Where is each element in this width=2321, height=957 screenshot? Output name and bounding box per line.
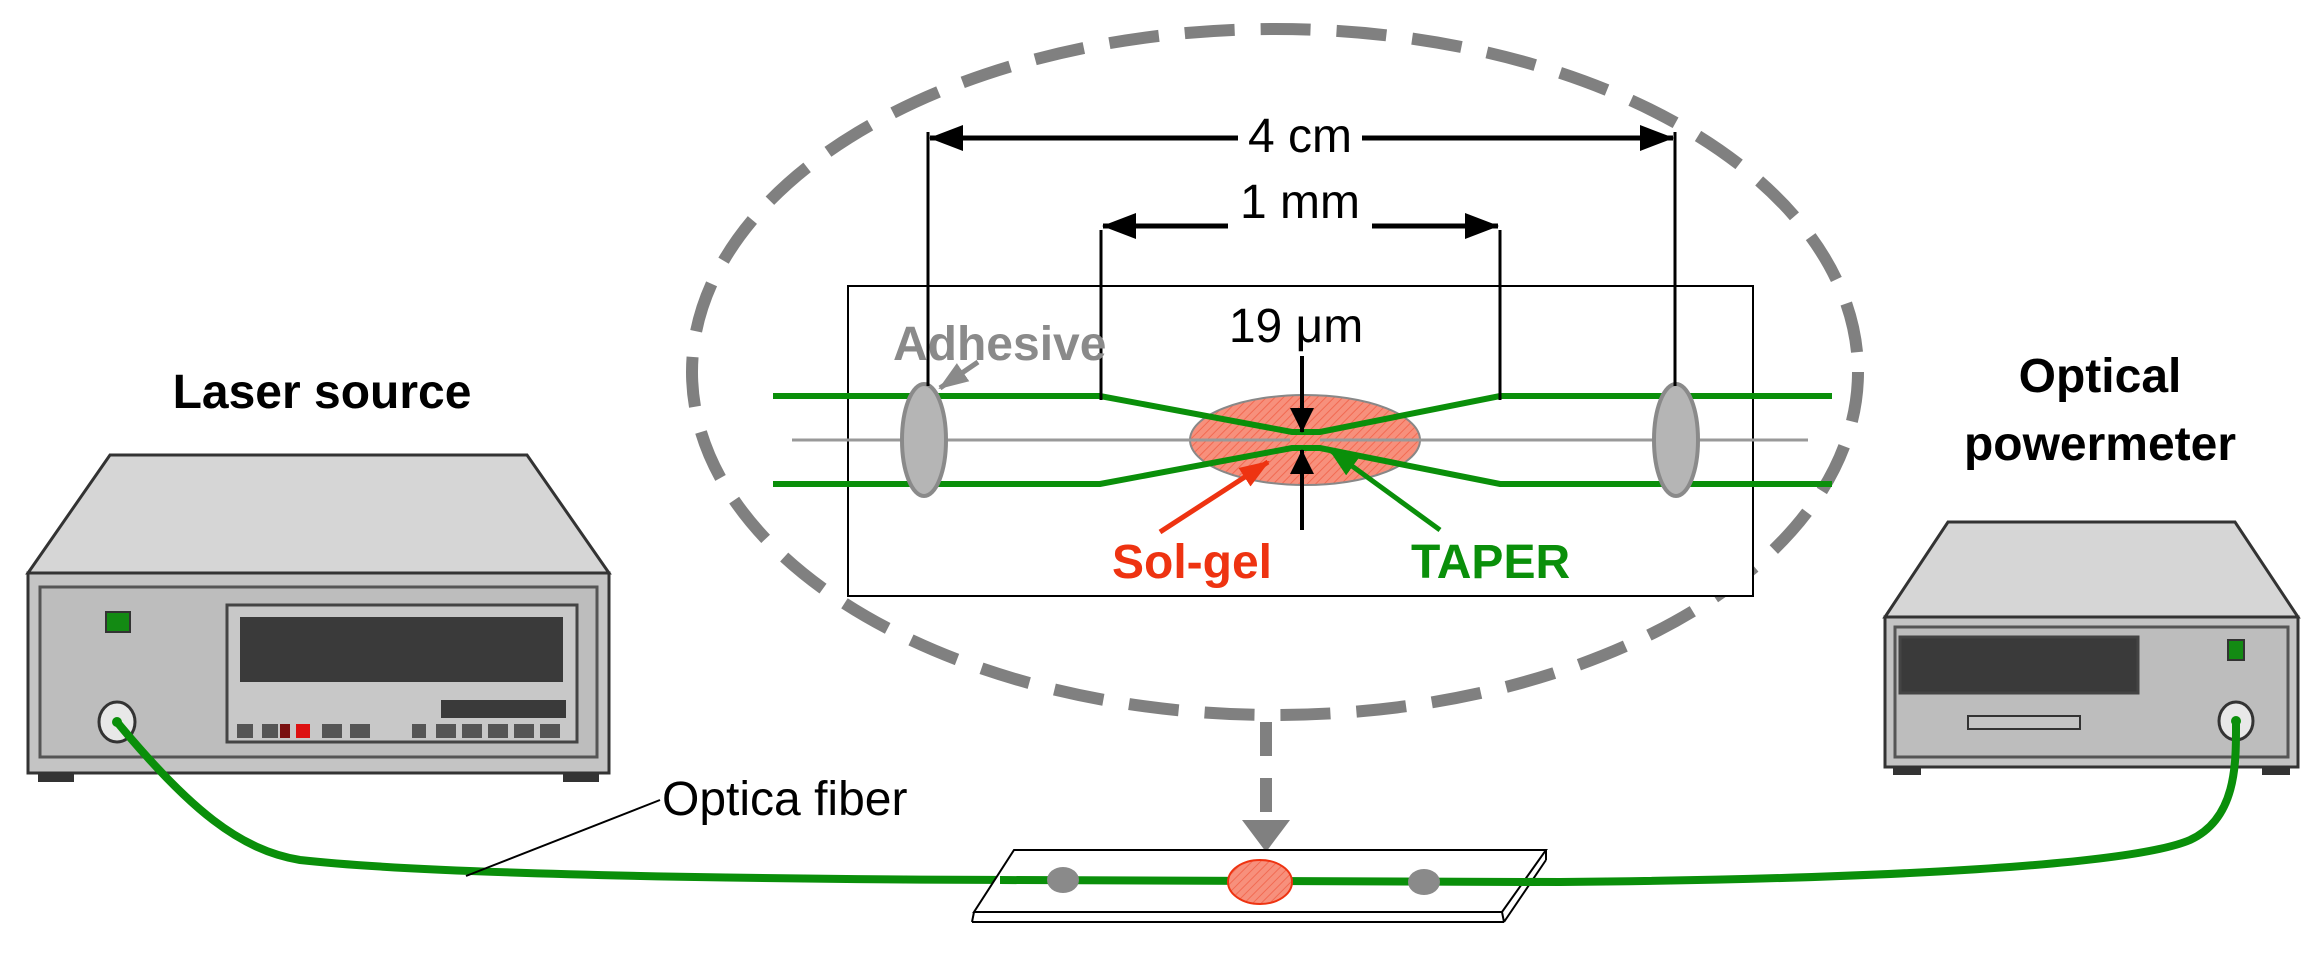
fiber-label: Optica fiber bbox=[662, 773, 907, 826]
dim-19um-label: 19 μm bbox=[1229, 300, 1363, 353]
dim-1mm-label: 1 mm bbox=[1240, 176, 1360, 229]
laser-foot-left bbox=[38, 773, 74, 782]
laser-button[interactable] bbox=[262, 724, 278, 738]
taper-label: TAPER bbox=[1411, 536, 1570, 589]
laser-button[interactable] bbox=[412, 724, 426, 738]
laser-led bbox=[105, 611, 131, 633]
laser-slot bbox=[441, 700, 566, 718]
adhesive-drop-left bbox=[900, 382, 948, 498]
powermeter-led bbox=[2227, 639, 2245, 661]
laser-button[interactable] bbox=[350, 724, 370, 738]
laser-button[interactable] bbox=[514, 724, 534, 738]
powermeter-label-line2: powermeter bbox=[1964, 418, 2236, 471]
glass-slide-edge bbox=[1503, 859, 1547, 923]
zoom-ellipse bbox=[686, 23, 1864, 721]
laser-foot-right bbox=[563, 773, 599, 782]
slide-adhesive-right bbox=[1408, 869, 1440, 895]
laser-button[interactable] bbox=[462, 724, 482, 738]
laser-button[interactable] bbox=[488, 724, 508, 738]
powermeter-device bbox=[1882, 520, 2301, 775]
laser-button[interactable] bbox=[436, 724, 456, 738]
powermeter-display bbox=[1906, 642, 2132, 688]
solgel-arrow bbox=[1158, 459, 1270, 535]
slide-adhesive-left bbox=[1047, 867, 1079, 893]
laser-button[interactable] bbox=[296, 724, 310, 738]
laser-source-device bbox=[25, 453, 612, 782]
laser-source-label: Laser source bbox=[173, 366, 472, 419]
laser-button[interactable] bbox=[237, 724, 253, 738]
laser-display bbox=[240, 617, 563, 682]
powermeter-slot bbox=[1967, 715, 2081, 730]
powermeter-foot-left bbox=[1893, 767, 1921, 775]
slide-solgel bbox=[1227, 859, 1293, 905]
dim-4cm-label: 4 cm bbox=[1248, 110, 1352, 163]
glass-slide-edge bbox=[1501, 911, 1505, 923]
laser-button[interactable] bbox=[540, 724, 560, 738]
laser-button[interactable] bbox=[322, 724, 342, 738]
dim-19um-arrowhead-top bbox=[1290, 408, 1314, 432]
fiber-callout-line bbox=[465, 799, 661, 877]
powermeter-top bbox=[1882, 520, 2301, 619]
adhesive-label: Adhesive bbox=[893, 318, 1106, 371]
adhesive-drop-right bbox=[1652, 382, 1700, 498]
zoom-connector-arrow bbox=[1242, 820, 1290, 852]
powermeter-label-line1: Optical bbox=[2019, 350, 2182, 403]
powermeter-foot-right bbox=[2262, 767, 2290, 775]
laser-button-row bbox=[237, 724, 560, 738]
laser-button[interactable] bbox=[280, 724, 290, 738]
adhesive-arrow bbox=[938, 359, 980, 391]
taper-arrow bbox=[1328, 447, 1442, 533]
glass-slide-edge bbox=[971, 911, 975, 923]
solgel-label: Sol-gel bbox=[1112, 536, 1272, 589]
dim-19um-arrowhead-bottom bbox=[1290, 450, 1314, 474]
taper-lower-line bbox=[773, 445, 1832, 487]
laser-device-top bbox=[25, 453, 612, 575]
